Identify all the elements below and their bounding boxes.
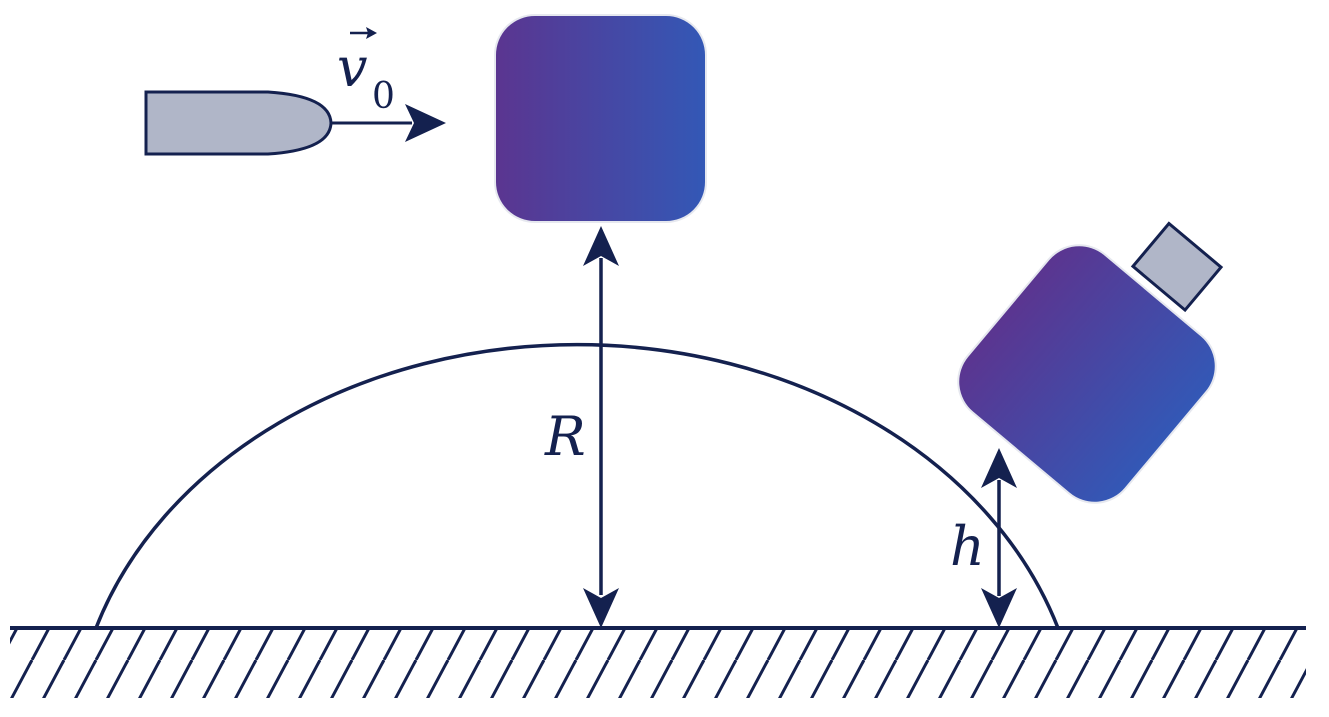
velocity-subscript: 0 — [372, 76, 395, 117]
embedded-bullet — [1130, 221, 1224, 313]
block-tilted — [957, 244, 1217, 504]
radius-label: R — [544, 405, 586, 468]
radius-arrow — [583, 226, 619, 628]
height-label: h — [950, 515, 985, 578]
bullet — [144, 90, 333, 156]
velocity-arrow — [331, 104, 446, 142]
height-arrow — [981, 448, 1017, 628]
block-top — [494, 14, 707, 223]
ground — [10, 626, 1306, 698]
velocity-label: v 0 — [337, 27, 395, 117]
velocity-symbol: v — [337, 36, 368, 99]
ground-hatching — [10, 628, 1306, 698]
hemisphere-surface — [94, 342, 1060, 629]
block-sliding — [957, 221, 1224, 504]
vector-arrow-icon — [350, 27, 377, 39]
